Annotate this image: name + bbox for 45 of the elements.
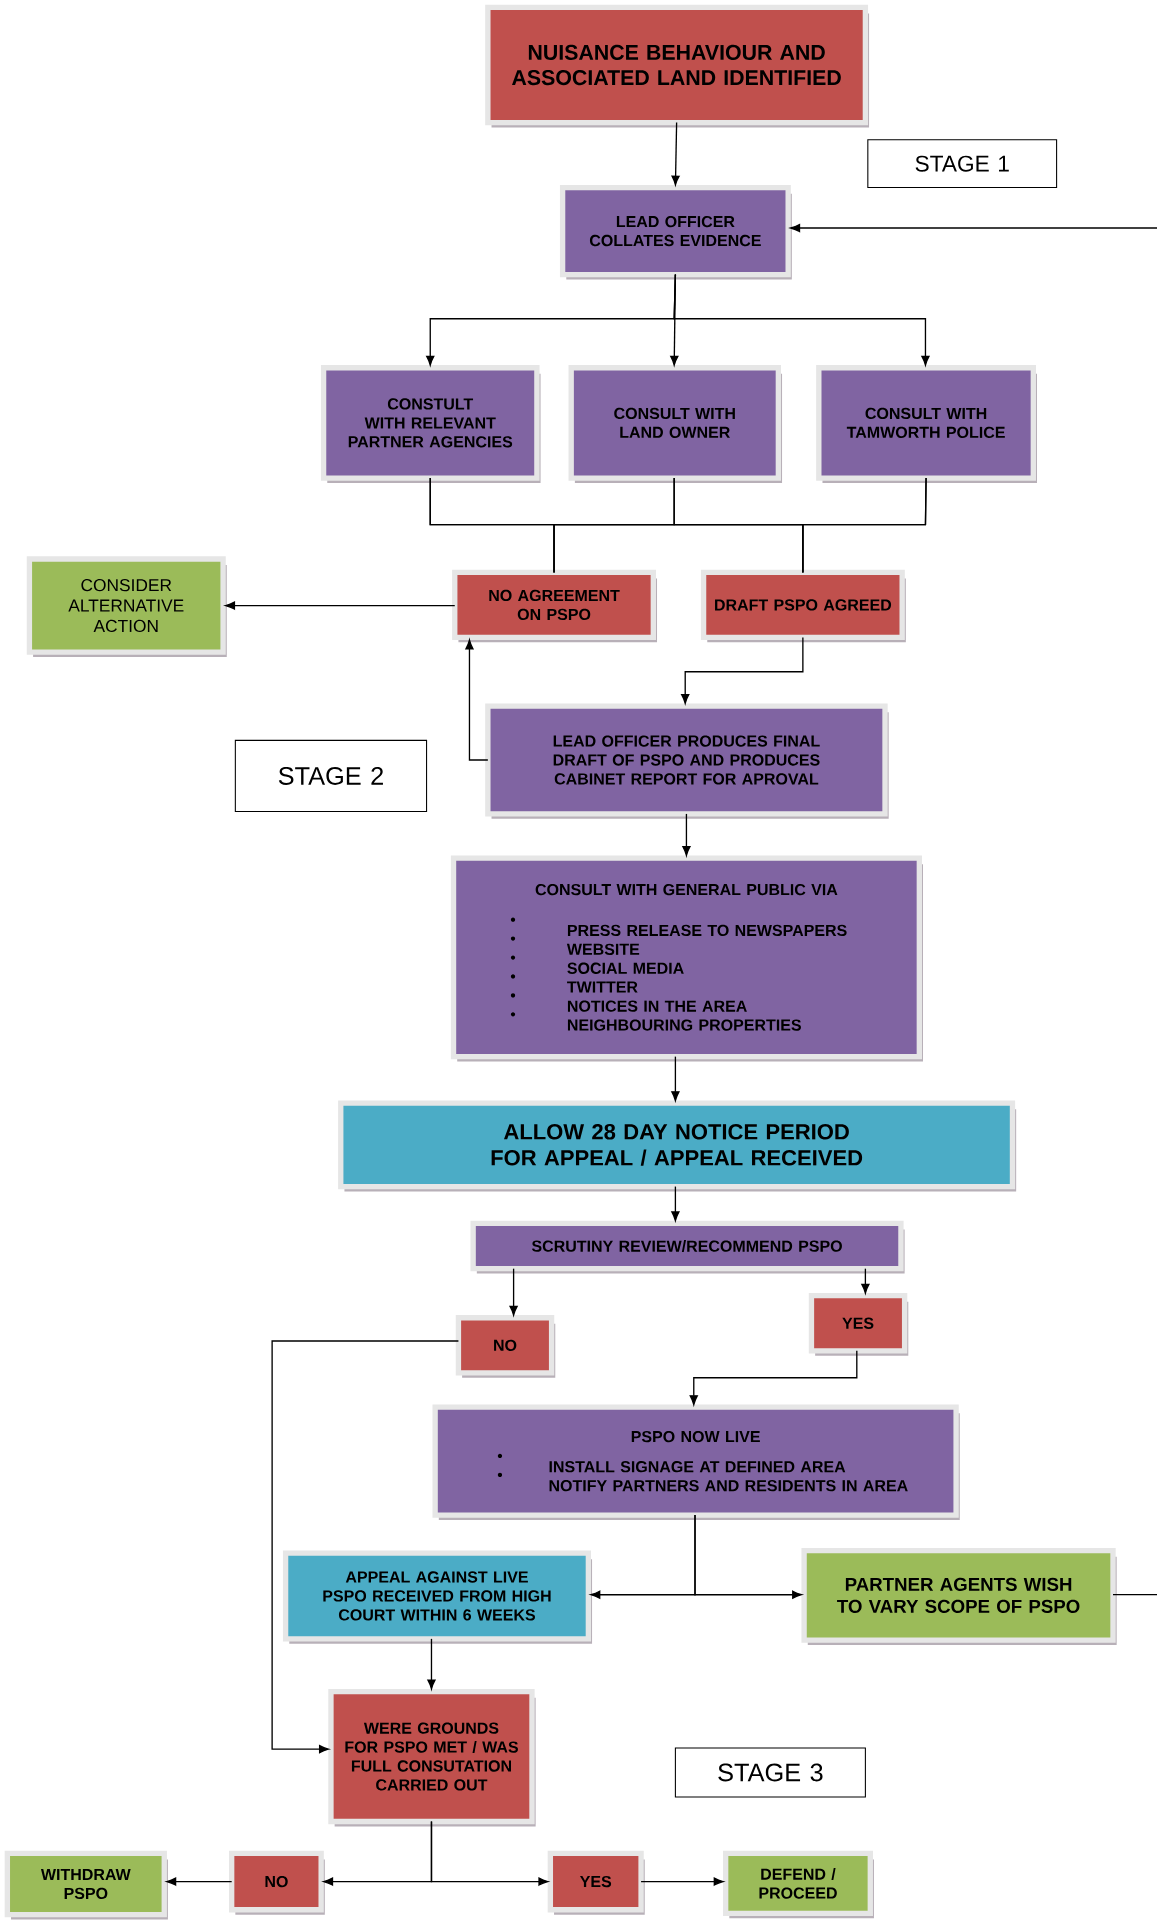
- stage-box: STAGE 2: [234, 739, 428, 812]
- process-box: CONSULT WITH GENERAL PUBLIC VIA PRESS RELEASE TO NEWSPAPERS WEBSITE SOCIAL MEDIA TWITTER NOTICES IN THE AREA NEIGHBOURING PROPERTIES: [450, 855, 922, 1060]
- process-box: CONSTULT WITH RELEVANT PARTNER AGENCIES: [320, 365, 540, 481]
- arrow: [671, 1055, 680, 1102]
- outcome-box: PARTNER AGENTS WISH TO VARY SCOPE OF PSPO: [801, 1547, 1116, 1643]
- arrow: [790, 223, 1157, 233]
- arrow: [427, 1638, 436, 1690]
- connector-line: [802, 477, 927, 574]
- arrow: [689, 1350, 858, 1406]
- arrow: [671, 1185, 680, 1222]
- arrow: [271, 1340, 460, 1754]
- outcome-box: CONSIDER ALTERNATIVE ACTION: [26, 556, 226, 655]
- decision-box: WERE GROUNDS FOR PSPO MET / WAS FULL CONSUTATION CARRIED OUT: [328, 1688, 535, 1825]
- arrow: [681, 636, 804, 705]
- arrow: [465, 639, 489, 761]
- process-box: LEAD OFFICER PRODUCES FINAL DRAFT OF PSPO AND PRODUCES CABINET REPORT FOR APROVAL: [485, 703, 888, 817]
- outcome-box: WITHDRAW PSPO: [4, 1850, 167, 1918]
- decision-box: YES: [547, 1850, 644, 1913]
- process-box: CONSULT WITH LAND OWNER: [568, 365, 781, 481]
- decision-box: NO AGREEMENT ON PSPO: [452, 569, 656, 641]
- arrow: [671, 121, 680, 186]
- arrow: [430, 1820, 549, 1886]
- stage-box: STAGE 1: [867, 139, 1058, 189]
- process-box: APPEAL AGAINST LIVE PSPO RECEIVED FROM HIGH COURT WITHIN 6 WEEKS: [282, 1550, 591, 1642]
- arrow: [694, 1514, 803, 1599]
- outcome-box: DEFEND / PROCEED: [722, 1850, 873, 1917]
- process-box: CONSULT WITH TAMWORTH POLICE: [816, 365, 1036, 481]
- arrow: [682, 813, 691, 857]
- process-box: SCRUTINY REVIEW/RECOMMEND PSPO: [470, 1220, 904, 1272]
- arrow: [861, 1268, 870, 1294]
- decision-box: YES: [808, 1293, 908, 1354]
- decision-box: NUISANCE BEHAVIOUR AND ASSOCIATED LAND IDENTIFIED: [485, 4, 868, 126]
- process-box: ALLOW 28 DAY NOTICE PERIOD FOR APPEAL / APPEAL RECEIVED: [338, 1100, 1016, 1190]
- arrow: [509, 1268, 518, 1316]
- stage-box: STAGE 3: [674, 1747, 866, 1798]
- arrow: [225, 601, 456, 610]
- process-box: PSPO NOW LIVE INSTALL SIGNAGE AT DEFINED AREA NOTIFY PARTNERS AND RESIDENTS IN AREA: [432, 1404, 959, 1518]
- process-box: LEAD OFFICER COLLATES EVIDENCE: [559, 184, 791, 278]
- arrow: [166, 1877, 233, 1886]
- decision-box: DRAFT PSPO AGREED: [700, 569, 905, 641]
- decision-box: NO: [228, 1850, 324, 1913]
- arrow: [640, 1877, 724, 1886]
- arrow: [673, 273, 930, 366]
- decision-box: NO: [455, 1315, 555, 1376]
- connector-line: [1112, 1594, 1157, 1596]
